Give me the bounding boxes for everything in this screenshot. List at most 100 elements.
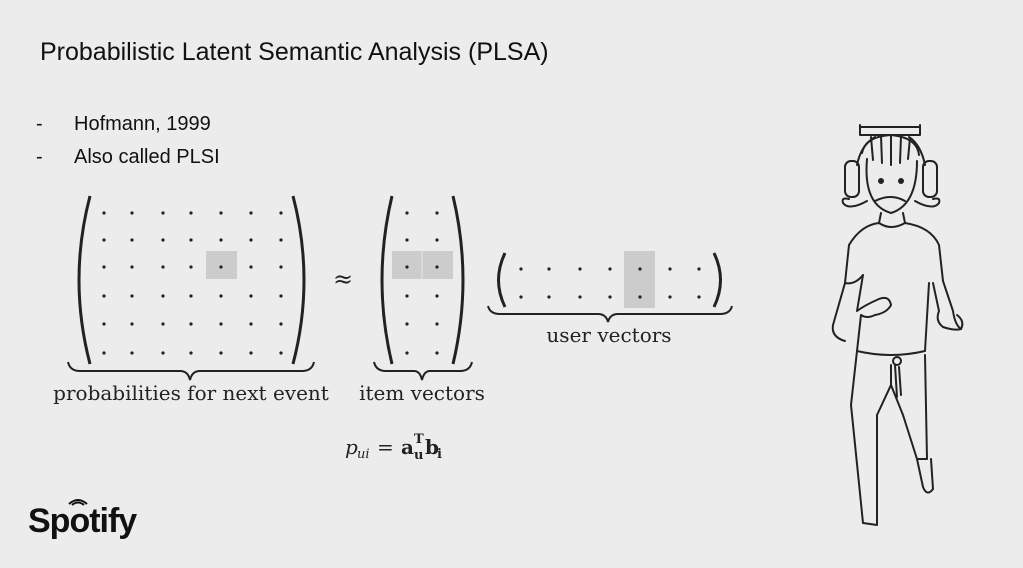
highlight-cell-probability <box>206 251 237 279</box>
matrix-dot <box>668 295 672 299</box>
formula-a: a <box>401 435 414 459</box>
bullet-marker: - <box>36 146 43 168</box>
matrix-dot <box>189 351 193 355</box>
matrix-dot <box>130 238 134 242</box>
matrix-dot <box>435 211 439 215</box>
spotify-waves-icon <box>68 499 88 506</box>
left-paren-probability-matrix <box>77 195 92 365</box>
right-paren-item-vectors <box>451 195 465 365</box>
matrix-dot <box>405 294 409 298</box>
formula: p ui = a T u b i <box>345 432 442 463</box>
matrix-dot <box>249 294 253 298</box>
bullet-marker: - <box>36 113 43 135</box>
bullet-text: Hofmann, 1999 <box>74 113 211 135</box>
matrix-dot <box>547 267 551 271</box>
formula-p-subscript: ui <box>357 447 370 462</box>
matrix-dot <box>161 322 165 326</box>
underbrace-item-vectors <box>373 361 473 381</box>
matrix-dot <box>219 211 223 215</box>
bullet-list: - Hofmann, 1999 - Also called PLSI <box>36 108 220 174</box>
matrix-dot <box>130 211 134 215</box>
matrix-dot <box>279 211 283 215</box>
label-item-vectors: item vectors <box>359 381 485 405</box>
right-paren-probability-matrix <box>291 195 306 365</box>
matrix-dot <box>102 211 106 215</box>
bullet-item: - Also called PLSI <box>36 141 220 174</box>
matrix-dot <box>102 265 106 269</box>
matrix-dot <box>130 322 134 326</box>
matrix-dot <box>435 351 439 355</box>
matrix-dot <box>219 351 223 355</box>
formula-equals: = <box>377 435 394 459</box>
highlight-column-user-vector <box>624 251 655 308</box>
matrix-dot <box>189 238 193 242</box>
matrix-factorization-diagram: probabilities for next event ≈ item vect… <box>53 195 733 463</box>
matrix-dot <box>578 295 582 299</box>
matrix-dot <box>405 351 409 355</box>
matrix-dot <box>435 265 439 269</box>
matrix-dot <box>405 322 409 326</box>
matrix-dot <box>161 265 165 269</box>
bullet-text: Also called PLSI <box>74 146 220 168</box>
matrix-dot <box>279 322 283 326</box>
formula-a-subscript: u <box>414 448 423 463</box>
headphones-person-drawing <box>831 124 964 526</box>
matrix-dot <box>608 295 612 299</box>
matrix-dot <box>219 238 223 242</box>
matrix-dot <box>405 211 409 215</box>
matrix-dot <box>249 238 253 242</box>
matrix-dot <box>219 322 223 326</box>
slide-title: Probabilistic Latent Semantic Analysis (… <box>40 38 549 66</box>
matrix-dot <box>279 294 283 298</box>
matrix-dot <box>130 351 134 355</box>
label-user-vectors: user vectors <box>546 323 671 347</box>
matrix-dot <box>189 294 193 298</box>
formula-a-superscript: T <box>414 432 424 447</box>
right-paren-user-vectors <box>712 252 722 308</box>
underbrace-user-vectors <box>487 305 733 323</box>
user-vector-dots <box>519 267 701 299</box>
matrix-dot <box>249 211 253 215</box>
matrix-dot <box>249 351 253 355</box>
matrix-dot <box>249 322 253 326</box>
matrix-dot <box>608 267 612 271</box>
matrix-dot <box>189 211 193 215</box>
matrix-dot <box>638 267 642 271</box>
formula-b: b <box>425 435 439 459</box>
matrix-dot <box>668 267 672 271</box>
matrix-dot <box>189 322 193 326</box>
logo-text: Spotify <box>28 502 137 540</box>
matrix-dot <box>519 295 523 299</box>
approx-symbol: ≈ <box>333 265 353 293</box>
matrix-dot <box>102 322 106 326</box>
matrix-dot <box>519 267 523 271</box>
formula-b-subscript: i <box>437 447 442 462</box>
matrix-dot <box>102 351 106 355</box>
formula-p: p <box>345 435 358 459</box>
matrix-dot <box>547 295 551 299</box>
matrix-dot <box>219 265 223 269</box>
label-probabilities: probabilities for next event <box>53 381 329 405</box>
matrix-dot <box>279 351 283 355</box>
matrix-dot <box>189 265 193 269</box>
left-paren-user-vectors <box>497 252 507 308</box>
item-vector-dots <box>405 211 439 355</box>
matrix-dot <box>279 238 283 242</box>
matrix-dot <box>102 294 106 298</box>
bullet-item: - Hofmann, 1999 <box>36 108 220 141</box>
matrix-dot <box>161 238 165 242</box>
matrix-dot <box>161 211 165 215</box>
matrix-dot <box>435 294 439 298</box>
matrix-dot <box>435 238 439 242</box>
matrix-dot <box>279 265 283 269</box>
spotify-logo: Spotify <box>28 499 137 541</box>
left-paren-item-vectors <box>380 195 394 365</box>
matrix-dot <box>638 295 642 299</box>
matrix-dot <box>249 265 253 269</box>
matrix-dot <box>130 265 134 269</box>
matrix-dot <box>697 295 701 299</box>
matrix-dot <box>578 267 582 271</box>
matrix-dot <box>435 322 439 326</box>
matrix-dot <box>697 267 701 271</box>
